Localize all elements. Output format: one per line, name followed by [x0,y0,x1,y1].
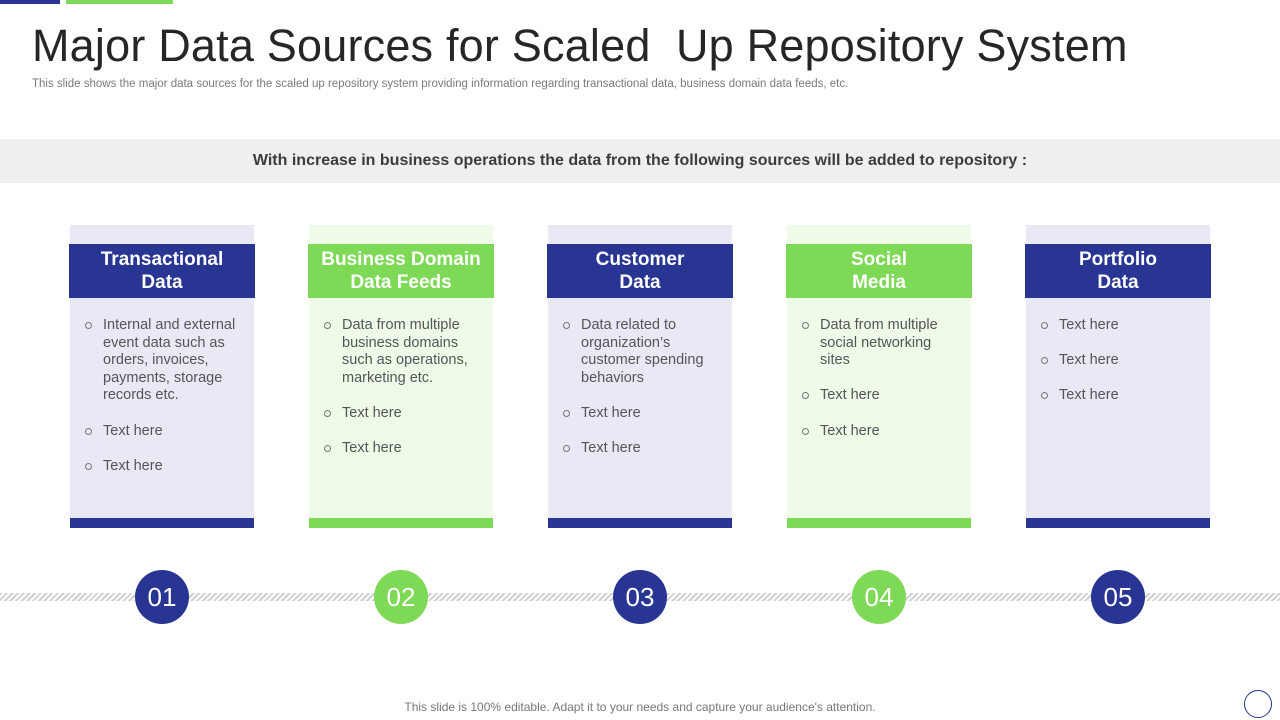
top-accent-green [66,0,173,4]
list-item: Text here [324,404,481,423]
bullet-icon [802,427,809,435]
bullet-icon [563,409,570,417]
list-item: Text here [802,422,959,441]
card-business-domain-data-feeds: Business Domain Data Feeds Data from mul… [308,225,494,528]
card-footer-bar [70,518,254,528]
bullet-icon [563,445,570,453]
card-heading: Social Media [851,249,907,293]
list-item-text: Text here [581,404,641,421]
list-item: Text here [1041,387,1198,405]
list-item: Data from multiple social networking sit… [802,317,959,370]
slide-subtitle: This slide shows the major data sources … [32,78,849,90]
list-item-text: Text here [342,440,402,457]
card-header: Portfolio Data [1025,244,1211,298]
card-heading: Transactional Data [100,249,224,293]
corner-circle-icon [1244,690,1272,718]
card-header: Customer Data [547,244,733,298]
bullet-icon [1041,322,1048,329]
list-item-text: Data from multiple business domains such… [342,317,468,386]
slide-title: Major Data Sources for Scaled Up Reposit… [32,20,1128,71]
bullet-icon [802,392,809,400]
list-item: Internal and external event data such as… [85,317,242,405]
footer-note: This slide is 100% editable. Adapt it to… [404,700,876,714]
card-header: Social Media [786,244,972,298]
banner-text: With increase in business operations the… [252,152,1028,169]
card-social-media: Social Media Data from multiple social n… [786,225,972,528]
card-heading: Business Domain Data Feeds [321,249,481,293]
list-item-text: Data from multiple social networking sit… [820,317,938,369]
bullet-icon [85,462,92,470]
list-item: Text here [85,422,242,441]
list-item-text: Text here [1059,317,1119,333]
list-item: Text here [802,387,959,405]
bullet-icon [324,409,331,417]
list-item: Text here [85,457,242,476]
card-list: Text here Text here Text here [1026,317,1210,423]
bullet-icon [1041,392,1048,400]
card-footer-bar [309,518,493,528]
card-list: Data from multiple social networking sit… [787,317,971,458]
list-item-text: Text here [820,387,880,404]
card-heading: Customer Data [595,249,685,293]
card-heading: Portfolio Data [1078,249,1158,293]
list-item-text: Text here [342,404,402,421]
list-item: Text here [324,440,481,458]
card-portfolio-data: Portfolio Data Text here Text here Text … [1025,225,1211,528]
card-customer-data: Customer Data Data related to organizati… [547,225,733,528]
list-item-text: Data related to organization’s customer … [581,317,704,386]
step-number-2: 02 [374,570,428,624]
card-header: Business Domain Data Feeds [308,244,494,298]
card-footer-bar [548,518,732,528]
bullet-icon [1041,357,1048,365]
list-item-text: Text here [820,422,880,439]
list-item-text: Internal and external event data such as… [103,317,236,404]
card-list: Data related to organization’s customer … [548,317,732,475]
bullet-icon [324,322,331,329]
bullet-icon [802,322,809,329]
list-item: Text here [1041,352,1198,370]
card-list: Internal and external event data such as… [70,317,254,493]
list-item: Data related to organization’s customer … [563,317,720,387]
list-item-text: Text here [1059,352,1119,369]
list-item: Text here [563,404,720,423]
step-number-4: 04 [852,570,906,624]
list-item-text: Text here [581,440,641,457]
card-header: Transactional Data [69,244,255,298]
list-item: Text here [1041,317,1198,335]
bullet-icon [563,322,570,329]
card-footer-bar [787,518,971,528]
list-item-text: Text here [103,457,163,474]
list-item-text: Text here [1059,387,1119,404]
bullet-icon [85,322,92,329]
list-item-text: Text here [103,422,163,439]
step-number-3: 03 [613,570,667,624]
bullet-icon [324,445,331,453]
top-accent-blue [0,0,60,4]
list-item: Text here [563,440,720,458]
card-transactional-data: Transactional Data Internal and external… [69,225,255,528]
banner: With increase in business operations the… [0,139,1280,183]
step-number-5: 05 [1091,570,1145,624]
step-number-1: 01 [135,570,189,624]
bullet-icon [85,427,92,435]
card-footer-bar [1026,518,1210,528]
card-list: Data from multiple business domains such… [309,317,493,475]
list-item: Data from multiple business domains such… [324,317,481,387]
